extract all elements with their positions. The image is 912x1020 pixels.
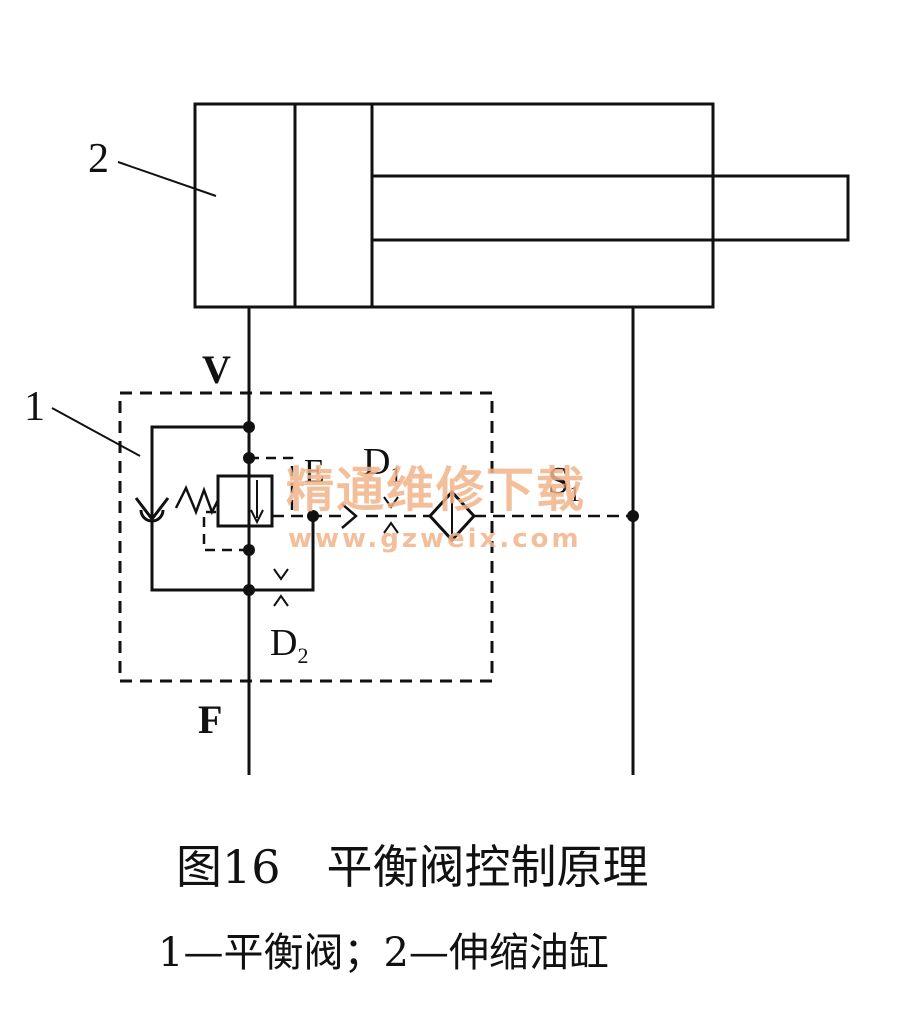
- junction-dot: [243, 452, 255, 464]
- junction-dot: [243, 584, 255, 596]
- valve-arrow-head: [250, 509, 264, 525]
- valve-spring: [174, 484, 220, 516]
- valve-leader-line: [51, 407, 141, 457]
- s1-subscript: 1: [569, 481, 581, 506]
- valve-enclosure: [118, 391, 494, 683]
- junction-dot: [243, 544, 255, 556]
- d2-throttle-top: [273, 568, 289, 581]
- d2-label: D2: [270, 624, 308, 667]
- junction-dot: [243, 421, 255, 433]
- d2-subscript: 2: [297, 643, 309, 668]
- check-bypass-loop: [150, 425, 249, 592]
- s1-letter: S: [548, 460, 570, 502]
- pilot-filter: [427, 489, 477, 543]
- pilot-line-bottom: [202, 510, 249, 552]
- piston-rod: [372, 174, 850, 242]
- d1-throttle-top: [383, 496, 399, 509]
- s1-label: S1: [548, 462, 580, 505]
- figure-legend: 1—平衡阀；2—伸缩油缸: [158, 930, 609, 976]
- cylinder-leader-line: [117, 161, 217, 197]
- d1-subscript: 1: [390, 462, 402, 487]
- junction-dot: [307, 510, 319, 522]
- watermark-title: 精通维修下载: [286, 462, 587, 518]
- counterbalance-valve-body: [216, 474, 274, 528]
- watermark-url: www.gzweix.com: [288, 524, 582, 554]
- port-f-label: F: [198, 697, 223, 742]
- d1-check-seat: [341, 503, 358, 529]
- cylinder-body: [193, 102, 715, 309]
- check-valve-seat: [134, 497, 170, 522]
- port-v-label: V: [202, 347, 231, 392]
- junction-dot: [627, 510, 639, 522]
- d2-branch: [249, 516, 315, 592]
- node-e-label: E: [304, 453, 325, 490]
- figure-caption: 图16 平衡阀控制原理: [176, 840, 649, 894]
- cylinder-number-label: 2: [88, 136, 109, 182]
- d2-letter: D: [270, 622, 298, 664]
- check-valve-ball: [139, 509, 165, 523]
- valve-number-label: 1: [24, 384, 45, 430]
- d2-throttle-bottom: [273, 594, 289, 607]
- d1-letter: D: [363, 441, 391, 483]
- d1-label: D1: [363, 443, 401, 486]
- pilot-line-top: [249, 456, 294, 512]
- d1-throttle-bottom: [383, 521, 399, 534]
